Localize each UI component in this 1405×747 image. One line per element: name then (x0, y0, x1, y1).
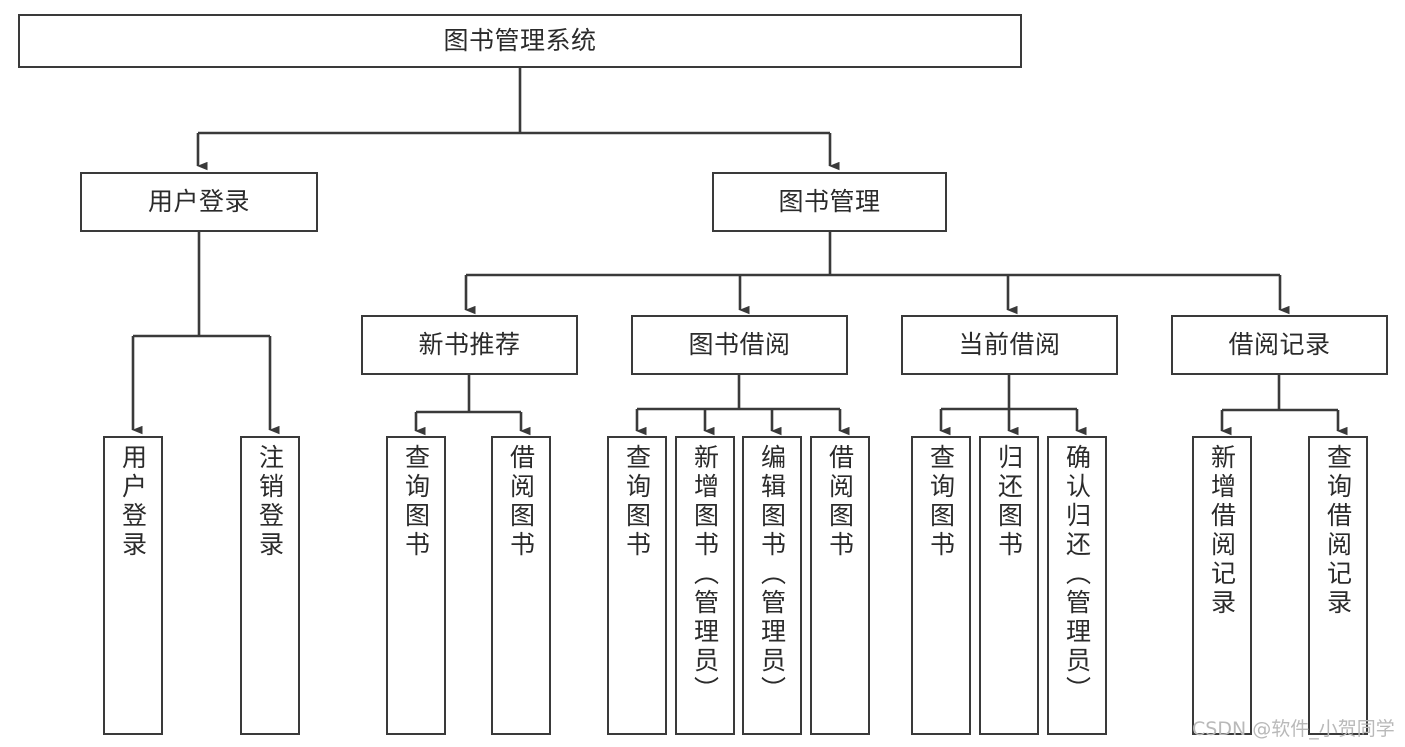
node-user-login-label: 用户登录 (147, 187, 250, 217)
leaf-confirm-return-label: 确认归还（管理员） (1062, 444, 1092, 705)
leaf-return-book[interactable]: 归还图书 (979, 436, 1039, 735)
leaf-add-record[interactable]: 新增借阅记录 (1192, 436, 1252, 735)
leaf-borrow-book-2-label: 借阅图书 (825, 444, 855, 560)
node-root-label: 图书管理系统 (443, 26, 597, 56)
leaf-query-book-1[interactable]: 查询图书 (386, 436, 446, 735)
leaf-user-login-label: 用户登录 (118, 444, 148, 560)
leaf-query-book-2[interactable]: 查询图书 (607, 436, 667, 735)
leaf-edit-book-label: 编辑图书（管理员） (757, 444, 787, 705)
leaf-query-book-1-label: 查询图书 (401, 444, 431, 560)
leaf-borrow-book-1-label: 借阅图书 (506, 444, 536, 560)
node-borrow-record[interactable]: 借阅记录 (1171, 315, 1388, 375)
node-user-login[interactable]: 用户登录 (80, 172, 318, 232)
node-book-manage-label: 图书管理 (778, 187, 881, 217)
node-new-book-recommend[interactable]: 新书推荐 (361, 315, 578, 375)
leaf-borrow-book-1[interactable]: 借阅图书 (491, 436, 551, 735)
node-current-borrow[interactable]: 当前借阅 (901, 315, 1118, 375)
node-book-manage[interactable]: 图书管理 (712, 172, 947, 232)
leaf-query-book-2-label: 查询图书 (622, 444, 652, 560)
node-borrow-record-label: 借阅记录 (1228, 330, 1331, 360)
leaf-query-book-3-label: 查询图书 (926, 444, 956, 560)
leaf-query-record[interactable]: 查询借阅记录 (1308, 436, 1368, 735)
leaf-add-record-label: 新增借阅记录 (1207, 444, 1237, 618)
leaf-borrow-book-2[interactable]: 借阅图书 (810, 436, 870, 735)
leaf-add-book-label: 新增图书（管理员） (690, 444, 720, 705)
node-book-borrow[interactable]: 图书借阅 (631, 315, 848, 375)
csdn-watermark: CSDN @软件_小贺同学 (1192, 718, 1395, 740)
node-book-borrow-label: 图书借阅 (688, 330, 791, 360)
leaf-user-login[interactable]: 用户登录 (103, 436, 163, 735)
node-new-book-recommend-label: 新书推荐 (418, 330, 521, 360)
leaf-add-book[interactable]: 新增图书（管理员） (675, 436, 735, 735)
leaf-edit-book[interactable]: 编辑图书（管理员） (742, 436, 802, 735)
leaf-query-record-label: 查询借阅记录 (1323, 444, 1353, 618)
leaf-logout-login[interactable]: 注销登录 (240, 436, 300, 735)
node-current-borrow-label: 当前借阅 (958, 330, 1061, 360)
node-root[interactable]: 图书管理系统 (18, 14, 1022, 68)
leaf-return-book-label: 归还图书 (994, 444, 1024, 560)
leaf-query-book-3[interactable]: 查询图书 (911, 436, 971, 735)
leaf-confirm-return[interactable]: 确认归还（管理员） (1047, 436, 1107, 735)
leaf-logout-login-label: 注销登录 (255, 444, 285, 560)
